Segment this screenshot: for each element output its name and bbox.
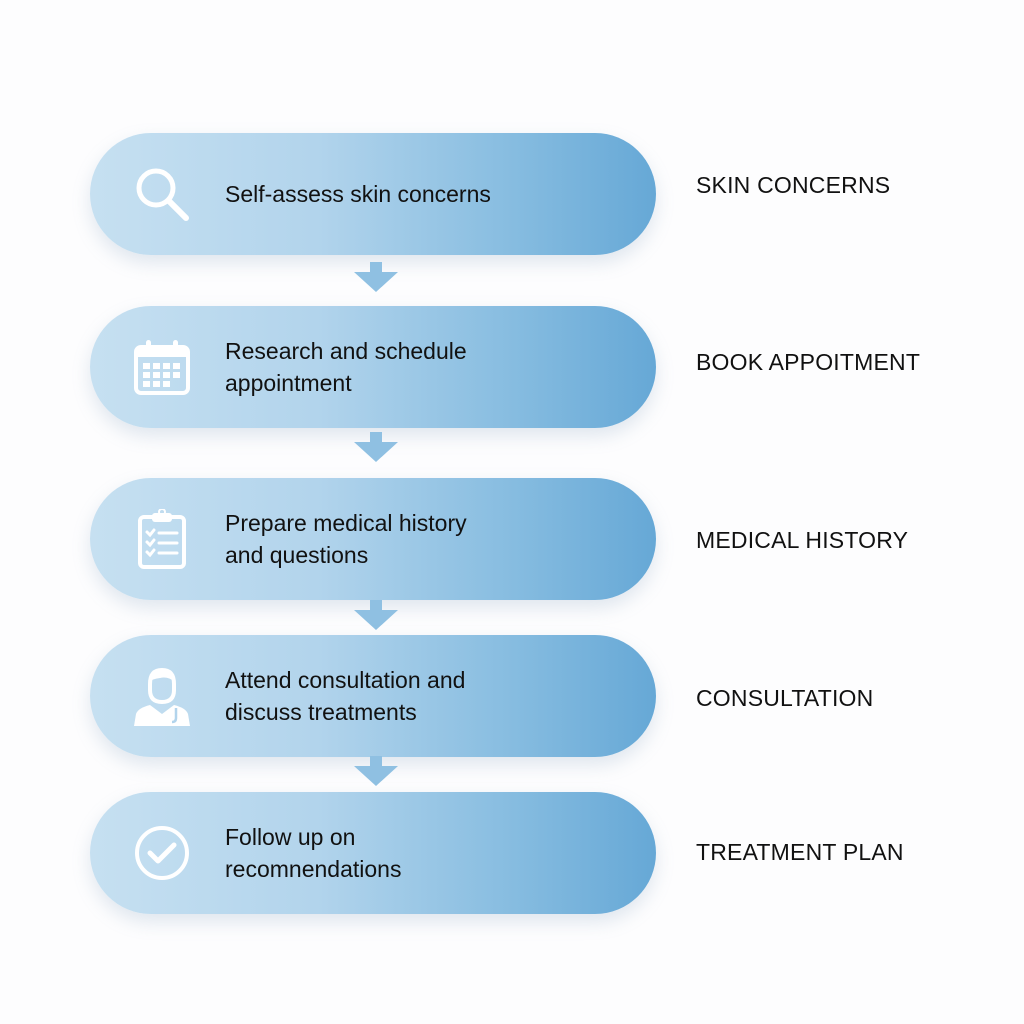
- clipboard-checklist-icon: [138, 509, 186, 569]
- stage-label: TREATMENT PLAN: [696, 839, 904, 865]
- calendar-icon: [134, 340, 190, 395]
- stage-label: CONSULTATION: [696, 685, 874, 711]
- stage-label: MEDICAL HISTORY: [696, 527, 909, 553]
- search-icon: [136, 168, 189, 221]
- stage-label: BOOK APPOITMENT: [696, 349, 921, 375]
- doctor-icon: [134, 667, 190, 726]
- step-text: Self-assess skin concerns: [225, 181, 491, 207]
- arrow-down-icon: [354, 432, 398, 462]
- stage-label: SKIN CONCERNS: [696, 172, 891, 198]
- arrow-down-icon: [354, 262, 398, 292]
- arrow-down-icon: [354, 600, 398, 630]
- arrow-down-icon: [354, 756, 398, 786]
- check-circle-icon: [135, 826, 189, 880]
- step-1-self-assess: Self-assess skin concerns: [90, 133, 656, 255]
